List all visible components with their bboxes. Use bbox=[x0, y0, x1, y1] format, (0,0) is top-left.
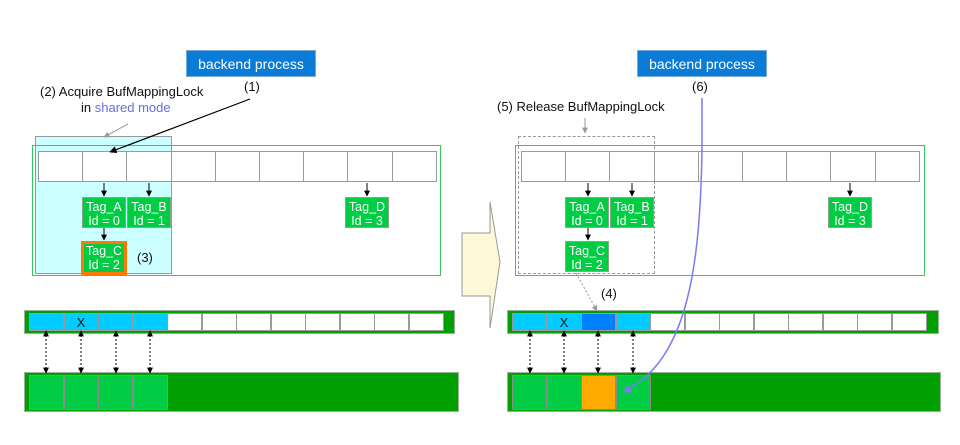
hash-slot bbox=[609, 151, 655, 182]
buffer-descriptor bbox=[98, 313, 133, 331]
tag-name: Tag_A bbox=[569, 200, 605, 214]
tag-name: Tag_C bbox=[568, 244, 606, 258]
buffer-page bbox=[512, 375, 547, 410]
buffer-descriptor bbox=[822, 313, 858, 331]
buffer-descriptor bbox=[581, 313, 616, 331]
hash-slot bbox=[347, 151, 393, 182]
tag-name: Tag_A bbox=[86, 200, 122, 214]
tag-id: Id = 2 bbox=[571, 258, 603, 272]
tag-id: Id = 0 bbox=[88, 214, 120, 228]
buffer-descriptor bbox=[650, 313, 685, 331]
buffer-descriptor bbox=[615, 313, 651, 331]
step-2-label: (2) Acquire BufMappingLock bbox=[40, 84, 204, 99]
shared-mode-highlight: shared mode bbox=[94, 100, 171, 115]
descriptor-page-links-right bbox=[527, 330, 636, 374]
buffer-descriptor bbox=[753, 313, 789, 331]
buffer-descriptor bbox=[408, 313, 444, 331]
tag-id: Id = 3 bbox=[834, 214, 866, 228]
tag-id: Id = 3 bbox=[351, 214, 383, 228]
tag-name: Tag_B bbox=[131, 200, 167, 214]
buffer-descriptor bbox=[339, 313, 375, 331]
hash-slot bbox=[391, 151, 437, 182]
hash-slot bbox=[830, 151, 876, 182]
hash-table-right bbox=[515, 145, 925, 276]
buffer-descriptor bbox=[512, 313, 547, 331]
hash-slot bbox=[697, 151, 743, 182]
buffer-descriptor: X bbox=[546, 313, 582, 331]
buffer-descriptor: X bbox=[63, 313, 99, 331]
hash-slot bbox=[653, 151, 699, 182]
step-5-label: (5) Release BufMappingLock bbox=[497, 99, 665, 114]
buffer-descriptor bbox=[132, 313, 168, 331]
tag-id: Id = 1 bbox=[616, 214, 648, 228]
hash-slot bbox=[521, 151, 567, 182]
backend-process-right: backend process bbox=[637, 50, 767, 77]
buffer-descriptor bbox=[374, 313, 409, 331]
buffer-descriptor bbox=[305, 313, 340, 331]
hash-slot bbox=[786, 151, 832, 182]
buffer-descriptor bbox=[857, 313, 892, 331]
tag-name: Tag_D bbox=[831, 200, 869, 214]
hash-slot bbox=[126, 151, 172, 182]
buffer-page bbox=[98, 375, 133, 410]
buffer-page bbox=[63, 375, 99, 410]
buffer-descriptor bbox=[236, 313, 271, 331]
buffer-page bbox=[132, 375, 168, 410]
buffer-descriptor bbox=[270, 313, 306, 331]
tag-c-to-descriptor-arrow bbox=[575, 272, 598, 312]
next-step-arrow-icon bbox=[461, 201, 501, 329]
hash-slot bbox=[303, 151, 349, 182]
hash-slot bbox=[874, 151, 920, 182]
tag-id: Id = 0 bbox=[571, 214, 603, 228]
buffer-descriptor bbox=[201, 313, 237, 331]
buffer-descriptor bbox=[684, 313, 720, 331]
step-1-label: (1) bbox=[244, 79, 260, 94]
buffer-page bbox=[615, 375, 651, 410]
tag-name: Tag_B bbox=[614, 200, 650, 214]
tag-id: Id = 1 bbox=[133, 214, 165, 228]
buffer-descriptor bbox=[719, 313, 754, 331]
hash-slot bbox=[38, 151, 84, 182]
buffer-page bbox=[546, 375, 582, 410]
buffer-descriptor bbox=[167, 313, 202, 331]
buffer-descriptor bbox=[29, 313, 64, 331]
tag-name: Tag_C bbox=[85, 244, 123, 258]
step-4-label: (4) bbox=[601, 286, 617, 301]
hash-slot bbox=[214, 151, 260, 182]
hash-slot bbox=[259, 151, 305, 182]
hash-slot bbox=[170, 151, 216, 182]
tag-name: Tag_D bbox=[348, 200, 386, 214]
shared-mode-label: in shared mode bbox=[81, 100, 171, 115]
backend-process-left: backend process bbox=[186, 50, 316, 77]
hash-slot bbox=[742, 151, 788, 182]
step-3-label: (3) bbox=[137, 250, 153, 265]
buffer-page bbox=[581, 375, 616, 410]
hash-slot bbox=[565, 151, 611, 182]
buffer-descriptor bbox=[891, 313, 927, 331]
step-6-label: (6) bbox=[692, 79, 708, 94]
hash-slot bbox=[82, 151, 128, 182]
tag-id: Id = 2 bbox=[88, 258, 120, 272]
shared-mode-prefix: in bbox=[81, 100, 95, 115]
buffer-page bbox=[29, 375, 64, 410]
descriptor-page-links-left bbox=[43, 330, 153, 374]
buffer-descriptor bbox=[788, 313, 823, 331]
